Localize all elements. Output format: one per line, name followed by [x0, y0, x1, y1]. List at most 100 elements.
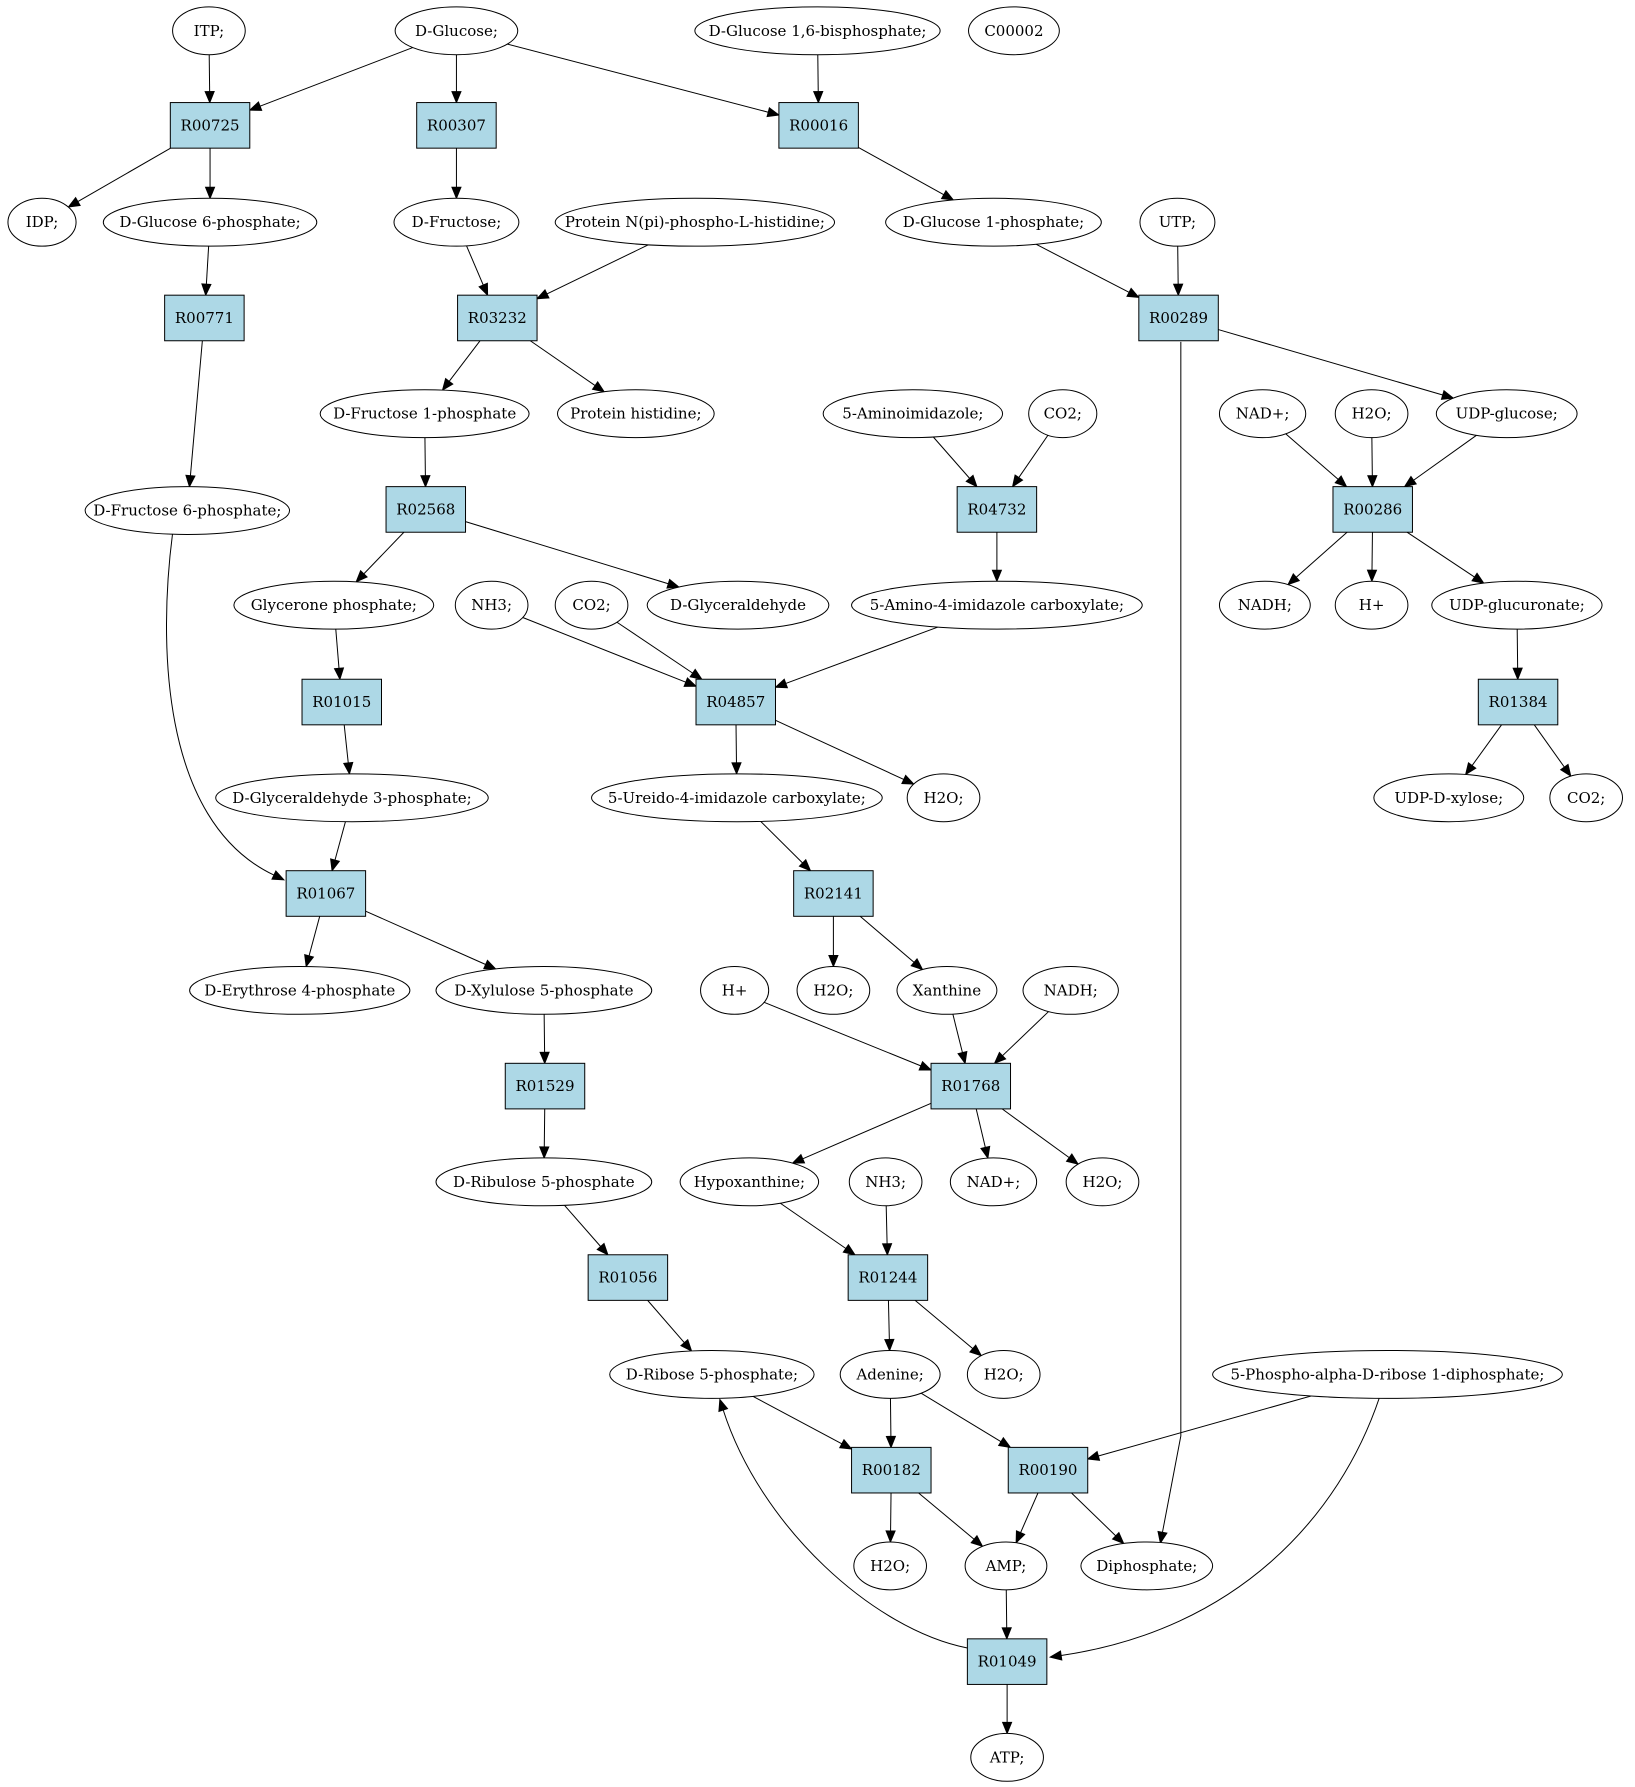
reaction-node-r01056[interactable]: R01056 [587, 1254, 669, 1301]
reaction-node-r01768[interactable]: R01768 [930, 1062, 1012, 1110]
reaction-node-r02568[interactable]: R02568 [385, 486, 467, 533]
node-label: R01015 [312, 693, 371, 711]
compound-node-nh3b[interactable]: NH3; [848, 1157, 923, 1207]
edge-aimid-to-r04732 [932, 436, 971, 479]
compound-node-udpg[interactable]: UDP-glucose; [1435, 389, 1578, 439]
reaction-node-r01015[interactable]: R01015 [301, 678, 383, 726]
edge-uicarb-to-r02141-arrowhead [798, 858, 812, 872]
compound-node-h2o5[interactable]: H2O; [966, 1350, 1041, 1399]
reaction-box [1332, 486, 1413, 533]
compound-node-uicarb[interactable]: 5-Ureido-4-imidazole carboxylate; [591, 773, 883, 823]
compound-ellipse [1373, 773, 1525, 823]
reaction-node-r00190[interactable]: R00190 [1007, 1446, 1089, 1494]
compound-node-g1p[interactable]: D-Glucose 1-phosphate; [885, 197, 1102, 247]
compound-node-co2b[interactable]: CO2; [554, 580, 629, 630]
compound-node-nadh1[interactable]: NADH; [1218, 580, 1311, 630]
edge-glc-to-r00725 [259, 47, 413, 107]
reaction-node-r01049[interactable]: R01049 [966, 1638, 1048, 1685]
compound-ellipse [1334, 580, 1409, 630]
edge-uicarb-to-r02141 [760, 821, 803, 864]
edge-r01244-to-h2o5 [914, 1299, 974, 1349]
edge-r04857-to-uicarb-arrowhead [731, 762, 742, 776]
reaction-node-r00307[interactable]: R00307 [416, 102, 497, 149]
reaction-node-r00771[interactable]: R00771 [164, 294, 245, 342]
compound-node-f6p[interactable]: D-Fructose 6-phosphate; [84, 486, 291, 536]
edge-r00725-to-idp [77, 147, 171, 202]
reaction-node-r02141[interactable]: R02141 [793, 870, 874, 917]
compound-node-h2o6[interactable]: H2O; [853, 1541, 928, 1591]
edge-r02568-to-glyald-arrowhead [666, 578, 681, 589]
compound-node-nadh2[interactable]: NADH; [1022, 965, 1119, 1015]
compound-node-nadp1[interactable]: NAD+; [1218, 389, 1307, 439]
compound-node-hypx[interactable]: Hypoxanthine; [679, 1157, 820, 1207]
node-label: R01049 [978, 1653, 1037, 1671]
compound-node-glyald[interactable]: D-Glyceraldehyde [646, 580, 830, 630]
compound-node-udpxyl[interactable]: UDP-D-xylose; [1373, 773, 1525, 823]
node-label: Diphosphate; [1096, 1557, 1197, 1575]
compound-node-f1p[interactable]: D-Fructose 1-phosphate [319, 389, 530, 439]
reaction-node-r01384[interactable]: R01384 [1477, 678, 1559, 726]
edge-prpp-to-r00190-arrowhead [1086, 1450, 1101, 1461]
compound-node-gnp[interactable]: Glycerone phosphate; [233, 580, 435, 630]
compound-node-ga3p[interactable]: D-Glyceraldehyde 3-phosphate; [215, 773, 489, 823]
compound-node-itp[interactable]: ITP; [172, 6, 246, 56]
reaction-node-r01529[interactable]: R01529 [504, 1062, 586, 1110]
compound-node-ade[interactable]: Adenine; [839, 1350, 941, 1399]
compound-node-c00002[interactable]: C00002 [968, 6, 1060, 56]
compound-node-pnph[interactable]: Protein N(pi)-phospho-L-histidine; [554, 197, 836, 247]
compound-node-idp[interactable]: IDP; [7, 197, 77, 247]
compound-node-nadp2[interactable]: NAD+; [949, 1157, 1038, 1207]
compound-node-aimid[interactable]: 5-Aminoimidazole; [822, 389, 1004, 439]
compound-node-phis[interactable]: Protein histidine; [556, 389, 715, 439]
compound-node-co2c[interactable]: CO2; [1549, 773, 1624, 823]
edge-nh3b-to-r01244-arrowhead [881, 1243, 893, 1257]
compound-node-aicarb[interactable]: 5-Amino-4-imidazole carboxylate; [851, 580, 1143, 630]
reaction-node-r00286[interactable]: R00286 [1332, 486, 1413, 533]
reaction-node-r01244[interactable]: R01244 [847, 1254, 929, 1301]
compound-node-ru5p[interactable]: D-Ribulose 5-phosphate [435, 1157, 653, 1207]
edge-r01384-to-co2c [1533, 724, 1565, 768]
node-label: R00190 [1018, 1461, 1077, 1479]
compound-node-co2a[interactable]: CO2; [1028, 389, 1098, 439]
edge-r00771-to-f6p [189, 340, 203, 476]
reaction-node-r04732[interactable]: R04732 [956, 486, 1038, 533]
compound-node-xu5p[interactable]: D-Xylulose 5-phosphate [435, 965, 653, 1015]
reaction-node-r01067[interactable]: R01067 [285, 870, 367, 917]
edge-prpp-to-r01049 [1061, 1397, 1381, 1656]
node-label: Adenine; [855, 1365, 923, 1383]
compound-node-atp[interactable]: ATP; [970, 1732, 1044, 1782]
compound-node-g6p[interactable]: D-Glucose 6-phosphate; [102, 197, 318, 247]
compound-node-utp[interactable]: UTP; [1139, 197, 1216, 247]
compound-node-hp2[interactable]: H+ [700, 965, 770, 1015]
compound-node-h2o4[interactable]: H2O; [1065, 1157, 1140, 1207]
compound-node-ppi[interactable]: Diphosphate; [1080, 1541, 1214, 1591]
edge-g6p-to-r00771-arrowhead [201, 283, 212, 297]
node-label: R00725 [181, 116, 240, 134]
compound-node-fru[interactable]: D-Fructose; [393, 197, 520, 247]
reaction-node-r04857[interactable]: R04857 [695, 678, 776, 726]
compound-ellipse [896, 965, 998, 1015]
compound-node-nh3a[interactable]: NH3; [454, 580, 529, 630]
reaction-node-r00016[interactable]: R00016 [778, 102, 859, 149]
node-label: R00307 [427, 116, 486, 134]
compound-node-h2o3[interactable]: H2O; [796, 965, 871, 1015]
compound-node-g16bp[interactable]: D-Glucose 1,6-bisphosphate; [694, 6, 941, 56]
node-label: 5-Phospho-alpha-D-ribose 1-diphosphate; [1231, 1365, 1545, 1383]
reaction-node-r00182[interactable]: R00182 [851, 1446, 932, 1494]
compound-node-h2o2[interactable]: H2O; [906, 773, 981, 823]
reaction-node-r03232[interactable]: R03232 [457, 294, 538, 342]
edge-r04857-to-h2o2 [775, 719, 904, 780]
compound-node-h2o1[interactable]: H2O; [1334, 389, 1409, 439]
reaction-node-r00725[interactable]: R00725 [169, 102, 251, 149]
compound-node-glc[interactable]: D-Glucose; [394, 6, 519, 56]
compound-node-e4p[interactable]: D-Erythrose 4-phosphate [189, 965, 411, 1015]
reaction-node-r00289[interactable]: R00289 [1138, 294, 1219, 342]
compound-ellipse [7, 197, 77, 247]
compound-node-hp1[interactable]: H+ [1334, 580, 1409, 630]
compound-node-prpp[interactable]: 5-Phospho-alpha-D-ribose 1-diphosphate; [1212, 1350, 1563, 1399]
compound-ellipse [393, 197, 520, 247]
compound-node-udpgluc[interactable]: UDP-glucuronate; [1431, 580, 1603, 630]
compound-node-amp[interactable]: AMP; [964, 1541, 1048, 1591]
compound-node-xan[interactable]: Xanthine [896, 965, 998, 1015]
compound-node-r5p[interactable]: D-Ribose 5-phosphate; [609, 1350, 815, 1399]
